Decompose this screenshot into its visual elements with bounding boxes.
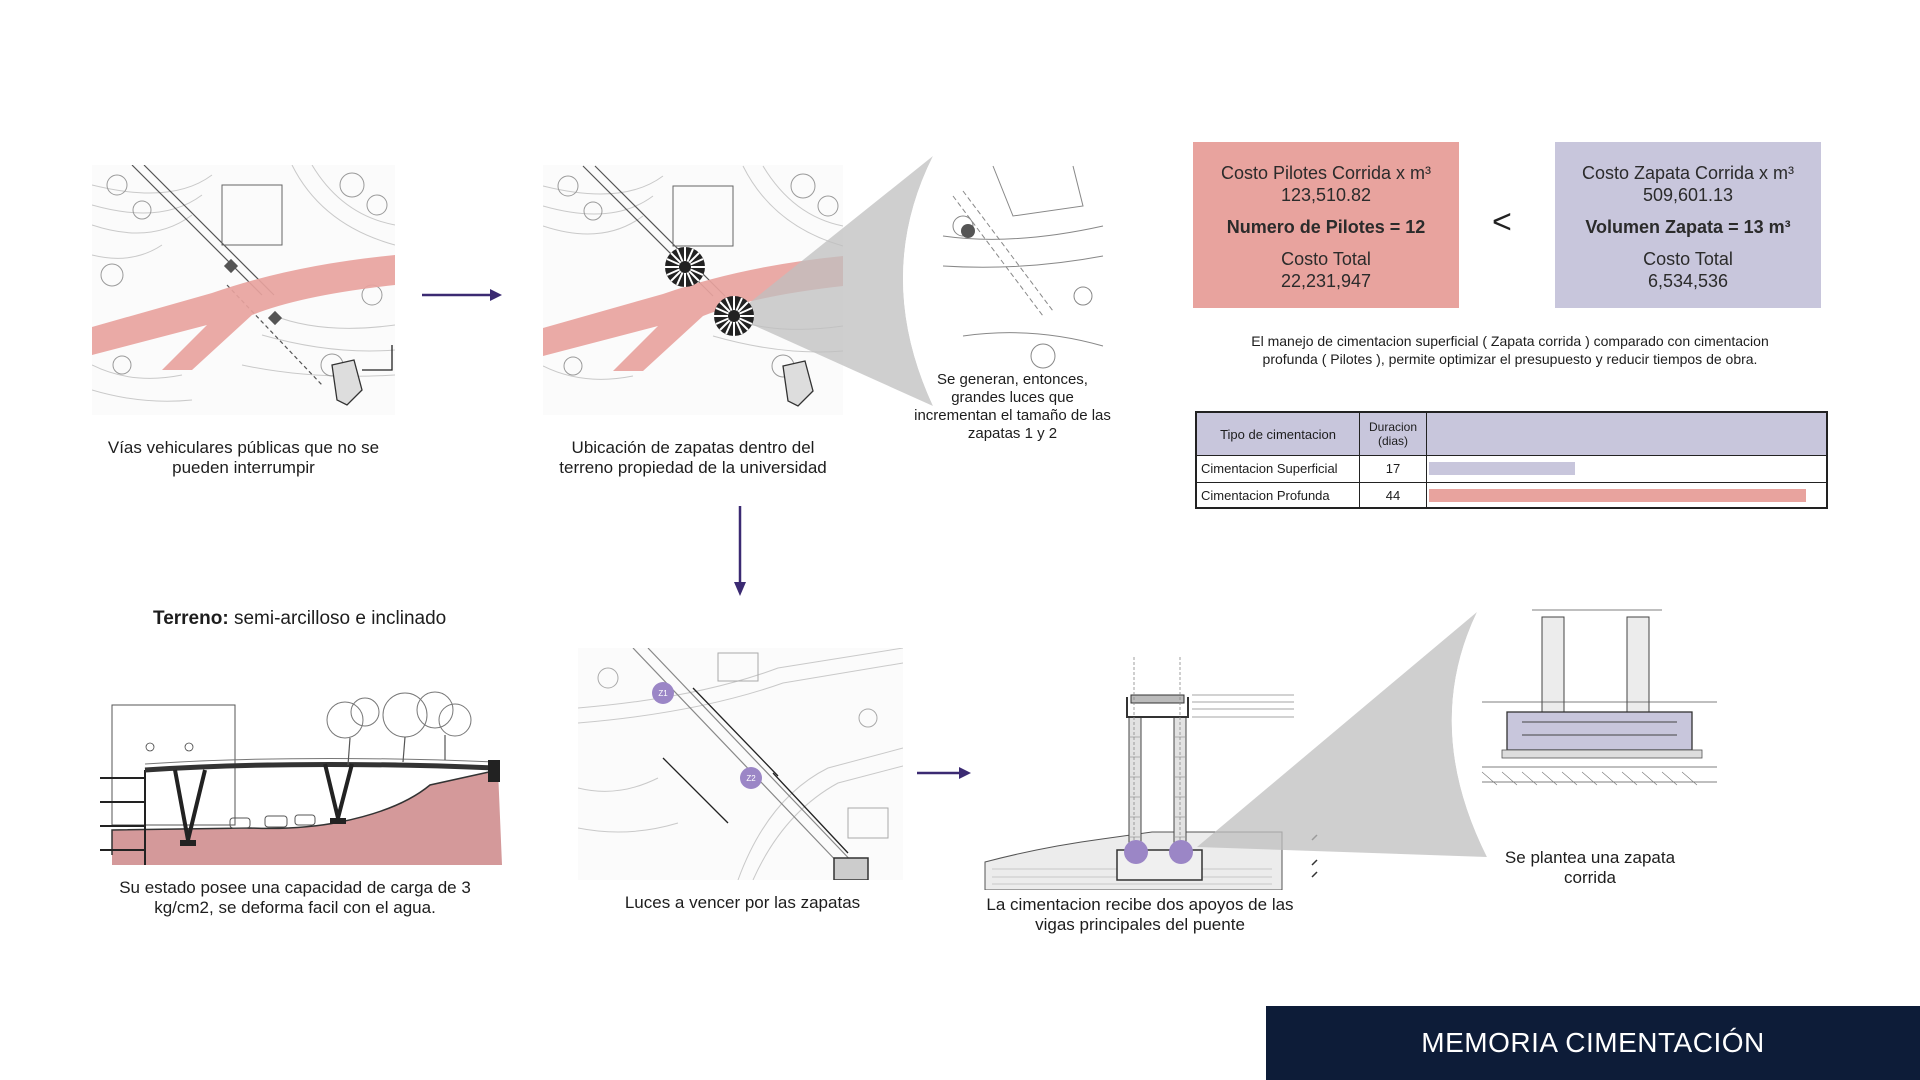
caption-capacidad: Su estado posee una capacidad de carga d… bbox=[119, 878, 471, 917]
road-shape bbox=[92, 255, 395, 370]
bar-cell-superficial bbox=[1427, 455, 1826, 482]
marker-z2: Z2 bbox=[740, 767, 762, 789]
row-value-superficial: 17 bbox=[1360, 455, 1427, 482]
bridge-deck bbox=[144, 761, 496, 773]
footer-banner: MEMORIA CIMENTACIÓN bbox=[1266, 1006, 1920, 1080]
terreno-label: Terreno: bbox=[153, 608, 229, 629]
pilotes-total-label: Costo Total bbox=[1281, 249, 1371, 269]
bar-superficial bbox=[1429, 462, 1575, 475]
duration-table: Tipo de cimentacion Duracion (dias) Cime… bbox=[1195, 411, 1828, 509]
cost-box-pilotes: Costo Pilotes Corrida x m³ 123,510.82 Nu… bbox=[1193, 142, 1459, 308]
arrow-down bbox=[734, 506, 746, 596]
svg-text:Z2: Z2 bbox=[746, 774, 756, 783]
spans-plan: Z1 Z2 bbox=[578, 648, 903, 880]
site-plan-zapatas bbox=[543, 156, 1108, 415]
caption-luces-grandes: Se generan, entonces, grandes luces que … bbox=[914, 371, 1111, 442]
zapata-1-symbol bbox=[665, 247, 705, 287]
caption-cimentacion-apoyos: La cimentacion recibe dos apoyos de las … bbox=[986, 895, 1294, 934]
terreno-heading: Terreno: semi-arcilloso e inclinado bbox=[153, 608, 446, 630]
table-row: Cimentacion Profunda 44 bbox=[1197, 482, 1826, 509]
support-circle-1 bbox=[1124, 840, 1148, 864]
row-label-profunda: Cimentacion Profunda bbox=[1197, 482, 1360, 509]
header-duracion: Duracion (dias) bbox=[1360, 413, 1427, 455]
pilotes-total: 22,231,947 bbox=[1280, 271, 1372, 291]
cost-box-zapata: Costo Zapata Corrida x m³ 509,601.13 Vol… bbox=[1555, 142, 1821, 308]
cost-note: El manejo de cimentacion superficial ( Z… bbox=[1251, 333, 1769, 367]
zapata-quantity: Volumen Zapata = 13 m³ bbox=[1585, 217, 1791, 237]
support-circle-2 bbox=[1169, 840, 1193, 864]
table-header-row: Tipo de cimentacion Duracion (dias) bbox=[1197, 413, 1826, 456]
arrow-right-2 bbox=[917, 767, 971, 779]
pilotes-unit-cost: 123,510.82 bbox=[1280, 185, 1372, 205]
zapata-total: 6,534,536 bbox=[1647, 271, 1729, 291]
zapata-unit-cost: 509,601.13 bbox=[1642, 185, 1734, 205]
marker-z1: Z1 bbox=[652, 682, 674, 704]
bar-cell-profunda bbox=[1427, 482, 1826, 509]
header-bar-area bbox=[1427, 413, 1826, 455]
table-row: Cimentacion Superficial 17 bbox=[1197, 455, 1826, 483]
caption-luces-vencer: Luces a vencer por las zapatas bbox=[624, 893, 861, 912]
caption-vias: Vías vehiculares públicas que no se pued… bbox=[107, 438, 380, 477]
svg-text:Z1: Z1 bbox=[658, 689, 668, 698]
foundation-section bbox=[984, 607, 1717, 890]
comparison-symbol: < bbox=[1492, 203, 1512, 241]
row-label-superficial: Cimentacion Superficial bbox=[1197, 455, 1360, 482]
footing-detail-zapata bbox=[1506, 711, 1693, 751]
header-tipo: Tipo de cimentacion bbox=[1197, 413, 1360, 455]
terreno-value: semi-arcilloso e inclinado bbox=[228, 608, 447, 629]
zapata-total-label: Costo Total bbox=[1643, 249, 1733, 269]
zapata-title: Costo Zapata Corrida x m³ bbox=[1581, 163, 1795, 183]
bar-profunda bbox=[1429, 489, 1806, 502]
caption-ubicacion: Ubicación de zapatas dentro del terreno … bbox=[559, 438, 827, 477]
row-value-profunda: 44 bbox=[1360, 482, 1427, 509]
zapata-2-symbol bbox=[714, 296, 754, 336]
pilotes-title: Costo Pilotes Corrida x m³ bbox=[1220, 163, 1432, 183]
site-plan-roads bbox=[92, 165, 395, 415]
caption-zapata-corrida: Se plantea una zapata corrida bbox=[1504, 848, 1676, 887]
terrain-section bbox=[100, 691, 502, 865]
pilotes-quantity: Numero de Pilotes = 12 bbox=[1226, 217, 1426, 237]
footer-title: MEMORIA CIMENTACIÓN bbox=[1421, 1027, 1765, 1058]
arrow-right-1 bbox=[422, 289, 502, 301]
